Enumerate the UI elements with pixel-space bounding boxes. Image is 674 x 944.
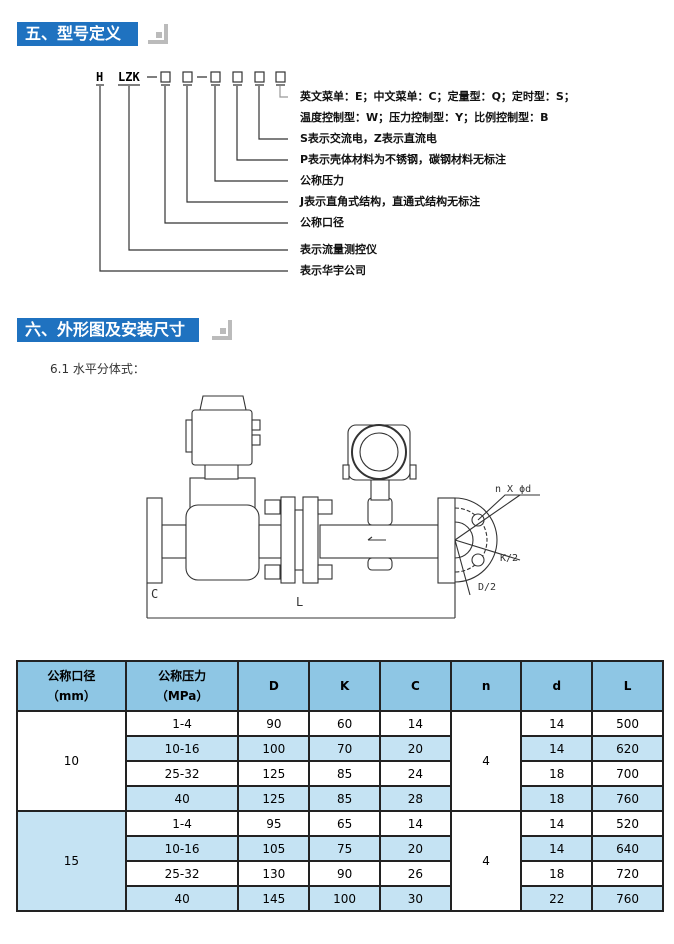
d-hole-cell: 18 [520, 760, 594, 787]
section-5-title: 五、型号定义 [17, 22, 138, 46]
l-cell: 760 [591, 885, 664, 912]
k-cell: 90 [308, 860, 381, 887]
l-cell: 520 [591, 810, 664, 837]
l-cell: 760 [591, 785, 664, 812]
d-hole-cell: 18 [520, 785, 594, 812]
n-cell: 4 [449, 710, 523, 812]
l-label: L [296, 595, 303, 609]
c-label: C [151, 587, 158, 601]
d-outer-cell: 145 [237, 885, 311, 912]
d-outer-cell: 95 [237, 810, 311, 837]
d-half-label: D/2 [478, 582, 496, 593]
header-d-hole: d [520, 660, 594, 712]
l-cell: 620 [591, 735, 664, 762]
l-cell: 640 [591, 835, 664, 862]
c-cell: 14 [379, 810, 452, 837]
header-d-outer: D [237, 660, 311, 712]
code-h: H [96, 70, 104, 84]
k-cell: 70 [308, 735, 381, 762]
model-label: 表示流量测控仪 [300, 243, 377, 256]
n-cell: 4 [449, 810, 523, 912]
header-pressure: 公称压力（MPa） [124, 660, 240, 712]
model-label: 公称压力 [300, 174, 344, 187]
d-outer-cell: 90 [237, 710, 311, 737]
l-cell: 500 [591, 710, 664, 737]
model-code-diagram [96, 71, 288, 272]
d-outer-cell: 125 [237, 760, 311, 787]
c-cell: 26 [379, 860, 452, 887]
k-cell: 85 [308, 785, 381, 812]
dn-cell: 10 [16, 710, 127, 812]
header-n: n [449, 660, 523, 712]
d-hole-cell: 14 [520, 735, 594, 762]
model-label: 温度控制型：W；压力控制型：Y；比例控制型：B [300, 111, 549, 124]
k-half-label: K/2 [500, 553, 518, 564]
section-6-title: 六、外形图及安装尺寸 [17, 318, 199, 342]
model-label: 英文菜单：E；中文菜单：C；定量型：Q；定时型：S； [300, 90, 575, 103]
d-outer-cell: 105 [237, 835, 311, 862]
d-outer-cell: 125 [237, 785, 311, 812]
pressure-cell: 40 [124, 785, 240, 812]
pressure-cell: 1-4 [124, 710, 240, 737]
d-hole-cell: 22 [520, 885, 594, 912]
code-lzk: LZK [118, 70, 140, 84]
header-c: C [379, 660, 452, 712]
pressure-cell: 10-16 [124, 835, 240, 862]
k-cell: 100 [308, 885, 381, 912]
d-hole-cell: 14 [520, 835, 594, 862]
l-cell: 720 [591, 860, 664, 887]
c-cell: 30 [379, 885, 452, 912]
d-outer-cell: 130 [237, 860, 311, 887]
holes-label: n X ϕd [495, 484, 531, 495]
k-cell: 75 [308, 835, 381, 862]
header-dn: 公称口径（mm） [16, 660, 127, 712]
header-k: K [308, 660, 381, 712]
installation-drawing: n X ϕd K/2 D/2 C L [146, 395, 540, 619]
c-cell: 28 [379, 785, 452, 812]
l-cell: 700 [591, 760, 664, 787]
pressure-cell: 25-32 [124, 860, 240, 887]
model-label: P表示壳体材料为不锈钢，碳钢材料无标注 [300, 153, 507, 166]
d-outer-cell: 100 [237, 735, 311, 762]
corner-decoration-icon [212, 320, 232, 340]
k-cell: 85 [308, 760, 381, 787]
c-cell: 24 [379, 760, 452, 787]
dn-cell: 15 [16, 810, 127, 912]
c-cell: 14 [379, 710, 452, 737]
corner-decoration-icon [148, 24, 168, 44]
model-label: 公称口径 [300, 216, 344, 229]
subsection-title: 6.1 水平分体式： [50, 362, 145, 376]
c-cell: 20 [379, 735, 452, 762]
pressure-cell: 10-16 [124, 735, 240, 762]
d-hole-cell: 18 [520, 860, 594, 887]
k-cell: 65 [308, 810, 381, 837]
d-hole-cell: 14 [520, 710, 594, 737]
d-hole-cell: 14 [520, 810, 594, 837]
k-cell: 60 [308, 710, 381, 737]
pressure-cell: 40 [124, 885, 240, 912]
model-label: J表示直角式结构，直通式结构无标注 [300, 195, 481, 208]
c-cell: 20 [379, 835, 452, 862]
model-label: 表示华宇公司 [300, 264, 366, 277]
pressure-cell: 1-4 [124, 810, 240, 837]
pressure-cell: 25-32 [124, 760, 240, 787]
model-label: S表示交流电，Z表示直流电 [300, 132, 437, 145]
header-l: L [591, 660, 664, 712]
